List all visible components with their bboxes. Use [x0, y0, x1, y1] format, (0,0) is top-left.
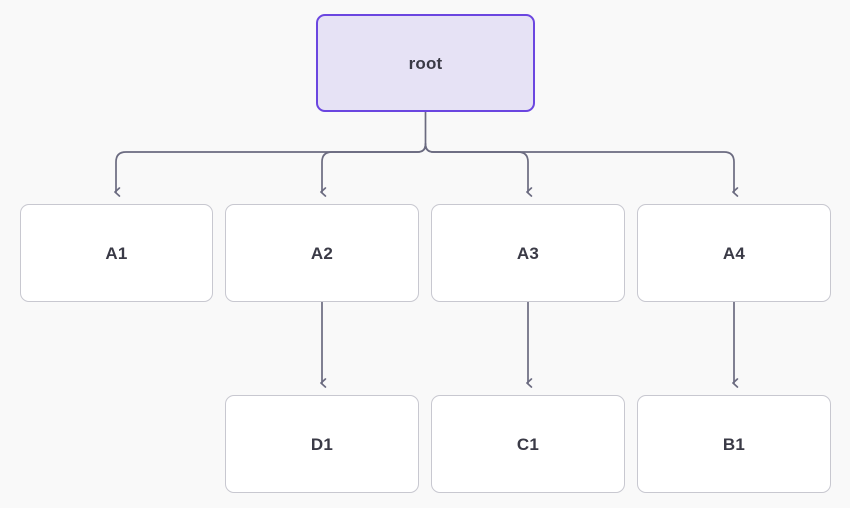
node-d1[interactable]: D1: [225, 395, 419, 493]
node-a3[interactable]: A3: [431, 204, 625, 302]
edge-root-to-A4: [424, 143, 735, 192]
edge-root-to-A1: [116, 143, 427, 192]
node-label-c1: C1: [516, 434, 540, 454]
node-label-a3: A3: [516, 243, 540, 263]
node-a1[interactable]: A1: [20, 204, 213, 302]
edge-root-to-A3: [424, 143, 529, 192]
node-label-b1: B1: [722, 434, 746, 454]
node-a2[interactable]: A2: [225, 204, 419, 302]
edge-root-to-A2: [322, 143, 427, 192]
node-root[interactable]: root: [316, 14, 535, 112]
node-label-a2: A2: [310, 243, 334, 263]
node-b1[interactable]: B1: [637, 395, 831, 493]
node-label-a1: A1: [105, 243, 128, 263]
node-label-root: root: [408, 53, 443, 73]
node-label-d1: D1: [310, 434, 334, 454]
node-label-a4: A4: [722, 243, 746, 263]
node-a4[interactable]: A4: [637, 204, 831, 302]
node-c1[interactable]: C1: [431, 395, 625, 493]
